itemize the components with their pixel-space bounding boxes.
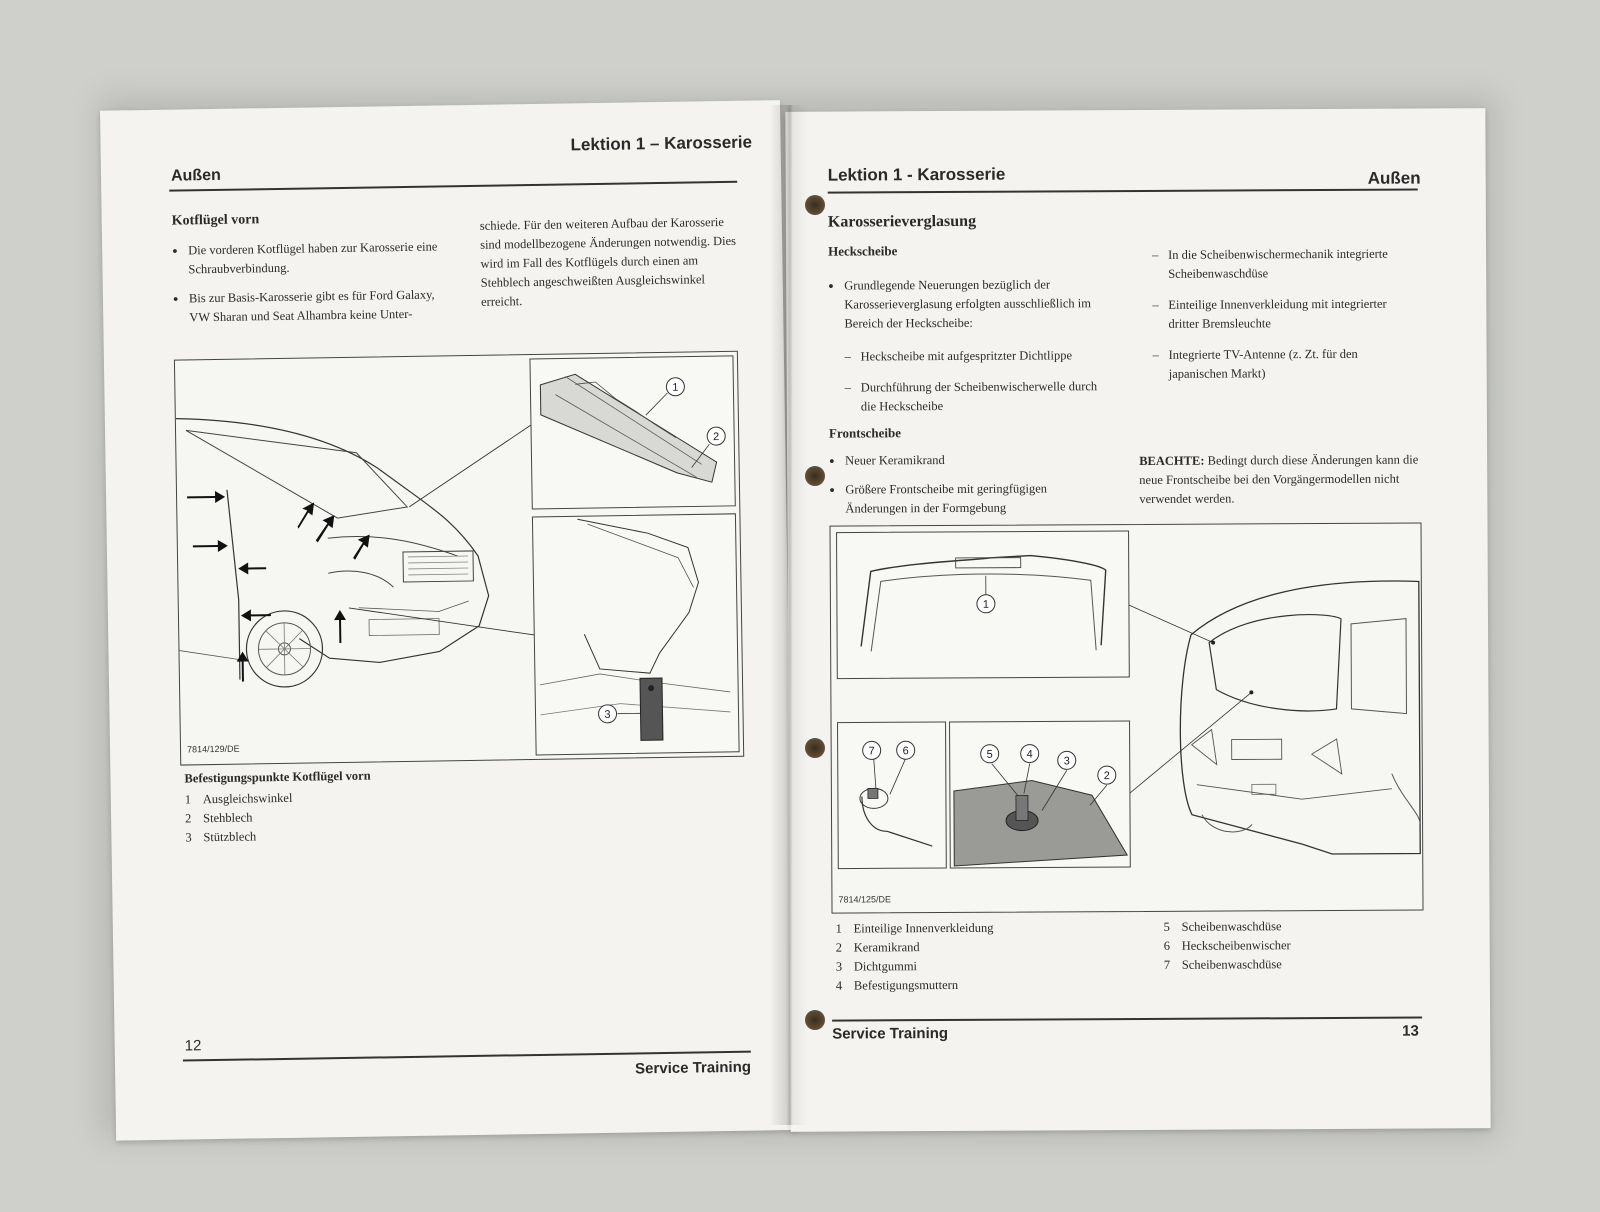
left-header-section: Außen [170, 166, 221, 185]
rear-window-illustration: 1 2 3 4 5 6 7 [836, 530, 1421, 870]
right-page-number: 13 [1402, 1022, 1419, 1040]
svg-text:3: 3 [1064, 755, 1070, 767]
right-heck-bullet: Grundlegende Neuerungen bezüglich der Ka… [828, 275, 1108, 333]
right-heck-bullets: Grundlegende Neuerungen bezüglich der Ka… [828, 275, 1108, 343]
left-figure: 1 2 3 7814/129/DE [173, 350, 745, 766]
binder-hole [805, 1010, 825, 1030]
left-header-title: Lektion 1 – Karosserie [570, 132, 753, 155]
right-footer-rule [832, 1016, 1423, 1022]
right-figure-code: 7814/125/DE [838, 894, 892, 905]
right-callout-7: 7 [862, 740, 882, 760]
left-footer: Service Training [634, 1058, 752, 1078]
svg-text:4: 4 [1027, 749, 1033, 761]
binder-hole [805, 466, 825, 486]
svg-text:5: 5 [987, 749, 993, 761]
svg-text:2: 2 [713, 431, 719, 443]
left-bullet-list: Die vorderen Kotflügel haben zur Karosse… [172, 237, 443, 337]
left-caption-title: Befestigungspunkte Kotflügel vorn [184, 768, 371, 786]
right-column-dashes: In die Scheibenwischermechanik integrier… [1152, 245, 1413, 396]
left-callout-2: 2 [706, 426, 726, 446]
right-heck-dash-2: Durchführung der Scheibenwischerwelle du… [845, 377, 1111, 416]
right-dash-1: In die Scheibenwischermechanik integrier… [1152, 245, 1412, 284]
right-callout-5: 5 [980, 744, 1000, 764]
right-sub-frontscheibe: Frontscheibe [828, 425, 902, 441]
note-label: BEACHTE: [1139, 453, 1205, 468]
right-footer: Service Training [832, 1025, 949, 1043]
right-front-bullet-2: Größere Frontscheibe mit geringfügigen Ä… [829, 479, 1109, 518]
right-note: BEACHTE: Bedingt durch diese Änderungen … [1139, 450, 1429, 509]
right-dash-3: Integrierte TV-Antenne (z. Zt. für den j… [1153, 345, 1413, 384]
right-header-title: Lektion 1 - Karosserie [827, 164, 1006, 185]
left-subheading: Kotflügel vorn [171, 212, 260, 229]
left-bullet-1: Die vorderen Kotflügel haben zur Karosse… [172, 237, 443, 279]
svg-text:3: 3 [604, 709, 610, 721]
right-dash-2: Einteilige Innenverkleidung mit integrie… [1152, 295, 1412, 334]
right-heck-dash-1: Heckscheibe mit aufgespritzter Dichtlipp… [845, 346, 1111, 366]
right-front-bullet-1: Neuer Keramikrand [829, 450, 1109, 470]
svg-text:1: 1 [983, 599, 989, 611]
left-continuation-text: schiede. Für den weiteren Aufbau der Kar… [479, 214, 737, 309]
right-heck-dashes: Heckscheibe mit aufgespritzter Dichtlipp… [845, 346, 1111, 428]
right-callout-4: 4 [1020, 744, 1040, 764]
svg-text:1: 1 [672, 382, 678, 394]
left-callout-3: 3 [598, 704, 618, 724]
left-callout-1: 1 [665, 377, 685, 397]
right-section-title: Karosserieverglasung [827, 212, 977, 231]
left-bullet-2: Bis zur Basis-Karosserie gibt es für For… [173, 285, 444, 327]
right-header-section: Außen [1367, 168, 1421, 188]
right-callout-2: 2 [1097, 765, 1117, 785]
right-front-bullets: Neuer Keramikrand Größere Frontscheibe m… [829, 450, 1109, 528]
left-page: Lektion 1 – Karosserie Außen Kotflügel v… [99, 100, 797, 1141]
right-callout-3: 3 [1057, 750, 1077, 770]
left-page-number: 12 [184, 1037, 202, 1055]
binder-hole [805, 195, 825, 215]
right-callout-6: 6 [896, 740, 916, 760]
fender-illustration: 1 2 3 [175, 355, 740, 756]
right-figure: 1 2 3 4 5 6 7 [829, 522, 1424, 914]
right-page: Lektion 1 - Karosserie Außen Karosseriev… [785, 108, 1491, 1132]
left-header-rule [169, 180, 738, 192]
binder-hole [805, 738, 825, 758]
svg-text:7: 7 [869, 745, 875, 757]
right-callout-1: 1 [976, 594, 996, 614]
right-header-rule [827, 188, 1418, 194]
right-sub-heckscheibe: Heckscheibe [828, 243, 898, 259]
svg-text:6: 6 [903, 745, 909, 757]
svg-text:2: 2 [1104, 770, 1110, 782]
left-figure-code: 7814/129/DE [186, 743, 240, 755]
